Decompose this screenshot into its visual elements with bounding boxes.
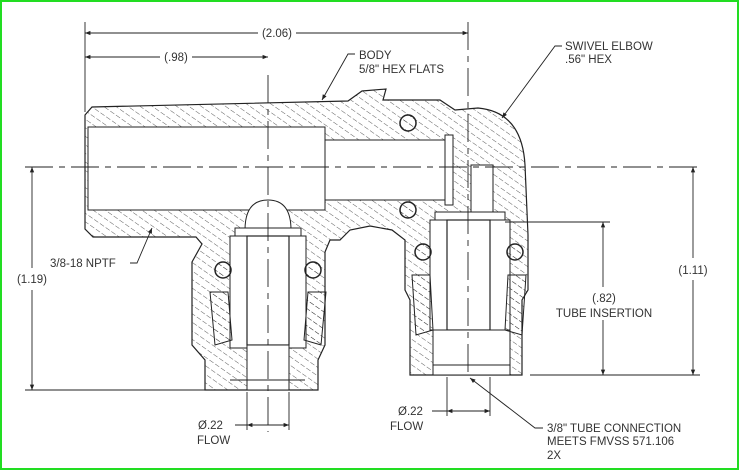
tube-insertion-label: TUBE INSERTION: [556, 308, 652, 320]
left-flow-dia: Ø.22: [198, 420, 223, 432]
left-flow-label: FLOW: [197, 435, 230, 447]
elbow-callout-2: .56" HEX: [565, 54, 612, 66]
inlet-bore: [87, 126, 326, 211]
dim-tube-insertion: (.82): [592, 293, 616, 305]
body-callout-2: 5/8" HEX FLATS: [359, 64, 444, 76]
thread-callout: 3/8-18 NPTF: [50, 258, 116, 270]
elbow-callout-1: SWIVEL ELBOW: [565, 41, 653, 53]
o-ring: [506, 243, 524, 261]
tube-stub: [324, 139, 446, 201]
dim-right-height: (1.11): [678, 265, 707, 277]
dim-overall-length: (2.06): [262, 28, 292, 40]
body-callout-1: BODY: [359, 50, 392, 62]
right-tube: [446, 219, 491, 331]
dim-port-offset: (.98): [164, 52, 188, 64]
dim-left-height: (1.19): [17, 274, 47, 286]
o-ring: [399, 114, 417, 132]
o-ring: [304, 261, 322, 279]
tube-callout-3: 2X: [547, 450, 561, 462]
tube-callout-2: MEETS FMVSS 571.106: [547, 436, 674, 448]
o-ring: [214, 261, 232, 279]
o-ring: [399, 201, 417, 219]
tube-callout-1: 3/8" TUBE CONNECTION: [547, 423, 681, 435]
right-flow-label: FLOW: [390, 421, 423, 433]
right-flow-dia: Ø.22: [398, 406, 423, 418]
o-ring: [414, 243, 432, 261]
